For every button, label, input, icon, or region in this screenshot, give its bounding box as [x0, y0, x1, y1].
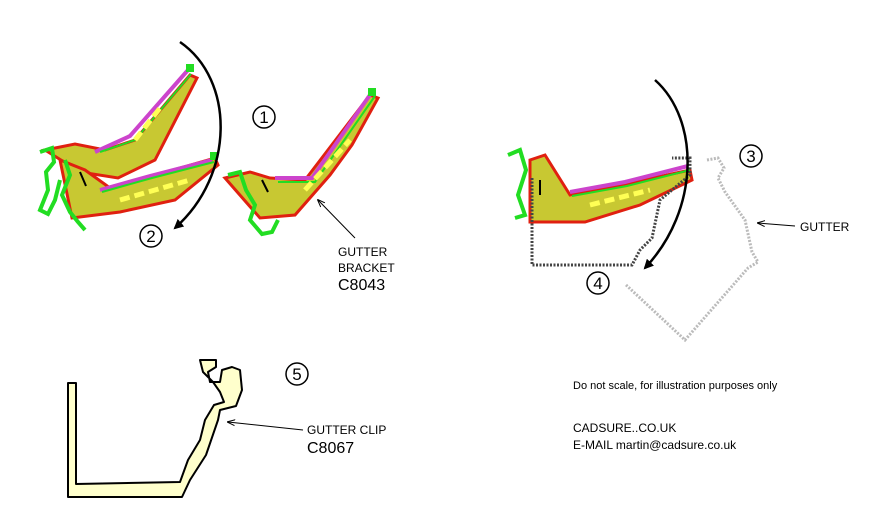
- rotation-arrow-1-2: [173, 40, 222, 230]
- gutter-outline-loose: [623, 156, 761, 343]
- step-marker-2: 2: [139, 224, 163, 248]
- step-marker-5: 5: [285, 362, 309, 386]
- svg-text:5: 5: [292, 365, 301, 384]
- bracket-code: C8043: [338, 277, 385, 294]
- svg-text:4: 4: [593, 274, 602, 293]
- step-marker-3: 3: [739, 144, 763, 168]
- clip-code: C8067: [307, 440, 354, 457]
- bracket-leader-line: [318, 200, 356, 239]
- svg-text:2: 2: [146, 227, 155, 246]
- company-email: E-MAIL martin@cadsure.co.uk: [573, 438, 737, 452]
- step-marker-1: 1: [252, 105, 276, 129]
- step-marker-4: 4: [586, 271, 610, 295]
- disclaimer-note: Do not scale, for illustration purposes …: [573, 380, 778, 392]
- gutter-leader-line: [758, 223, 796, 226]
- rotation-arrow-3-4: [643, 79, 689, 270]
- gutter-fitted-assembly: [507, 147, 694, 267]
- svg-text:1: 1: [259, 108, 268, 127]
- gutter-clip-c8067: [67, 359, 243, 498]
- clip-leader-line: [228, 422, 304, 431]
- clip-label: GUTTER CLIP: [307, 423, 386, 437]
- bracket-label-line1: GUTTER: [338, 245, 388, 259]
- bracket-assembly-rotated-upper: [37, 64, 200, 217]
- gutter-bracket-c8043: [222, 88, 381, 237]
- svg-text:3: 3: [746, 147, 755, 166]
- company-website: CADSURE..CO.UK: [573, 421, 676, 435]
- gutter-label: GUTTER: [800, 220, 850, 234]
- bracket-assembly-rotated-lower: [57, 152, 220, 232]
- bracket-label-line2: BRACKET: [338, 261, 395, 275]
